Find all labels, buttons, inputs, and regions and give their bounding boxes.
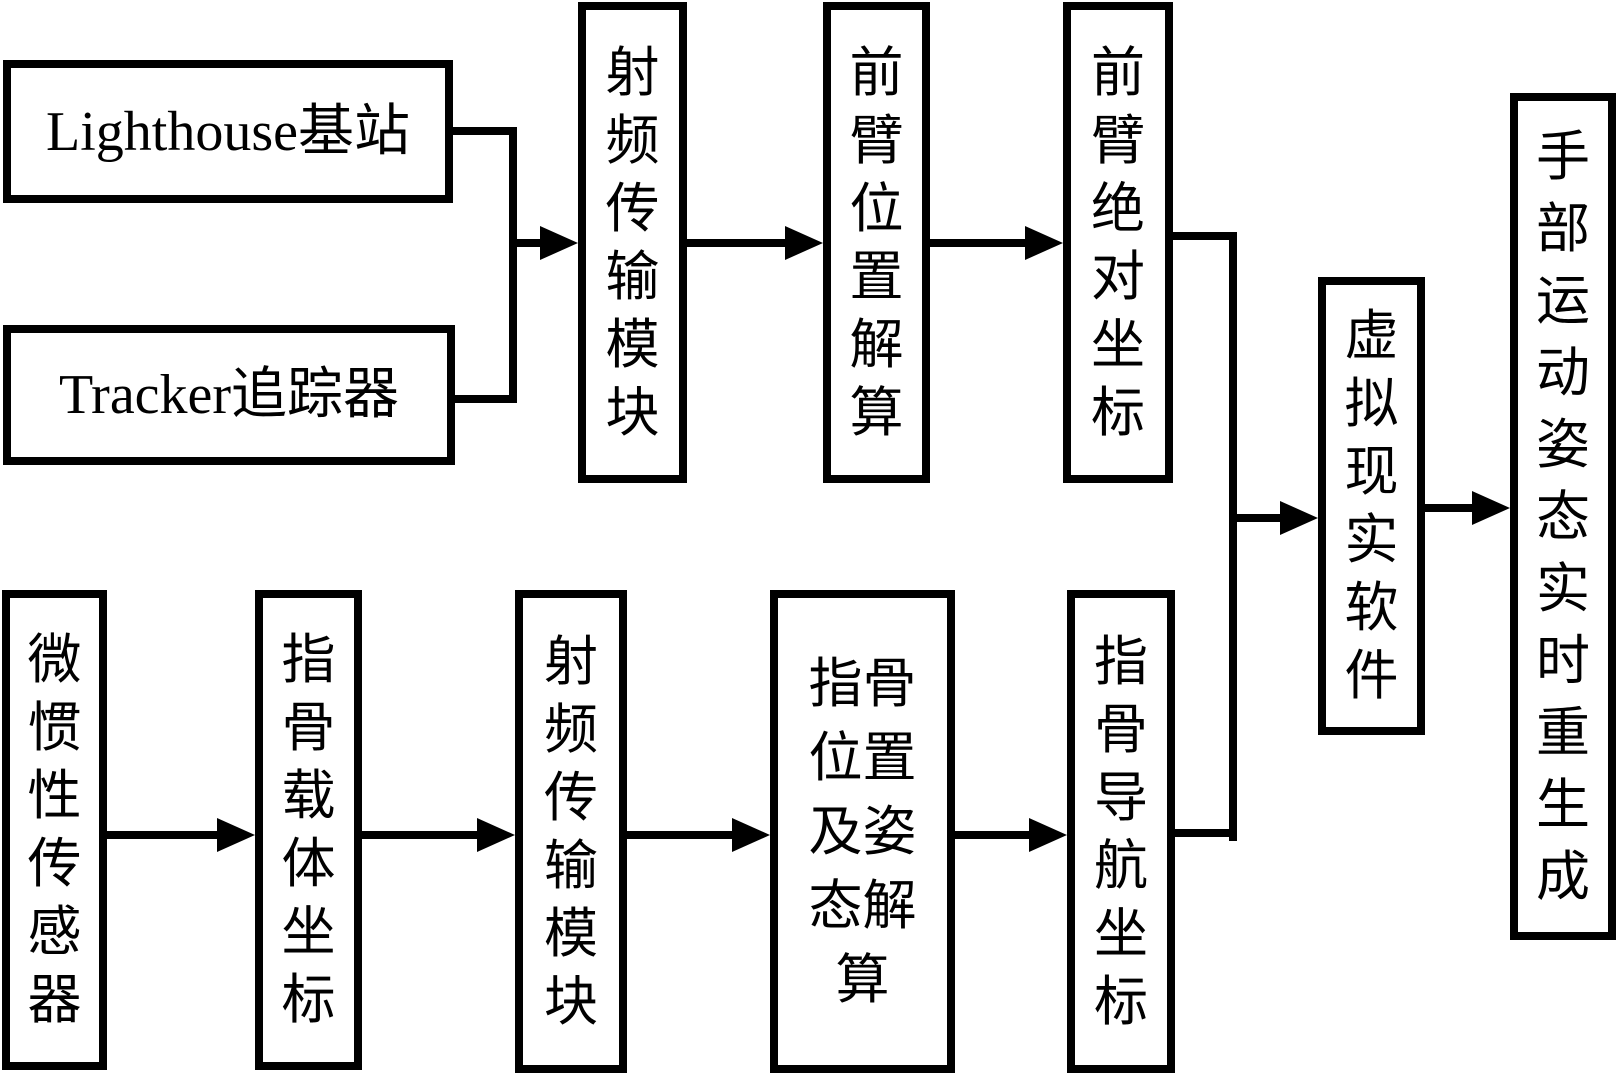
- connector-lighthouse-out: [453, 127, 517, 135]
- node-lighthouse-base-station: Lighthouse基站: [3, 60, 453, 203]
- connector-forearm-abs-out: [1173, 232, 1237, 240]
- node-forearm-position-solver: 前臂位置解算: [823, 2, 930, 483]
- connector-phalanx-nav-out: [1175, 829, 1237, 837]
- arrowhead-vr-to-hand: [1472, 491, 1510, 525]
- node-micro-inertial-sensor: 微惯性传感器: [2, 590, 107, 1070]
- connector-vr-to-hand: [1425, 504, 1472, 512]
- arrowhead-forearm-position-to-abs: [1025, 226, 1063, 260]
- connector-right-vertical-bus: [1229, 232, 1237, 841]
- node-tracker: Tracker追踪器: [3, 325, 455, 465]
- node-rf-transmission-module-bottom: 射频传输模块: [515, 590, 627, 1073]
- node-phalanx-carrier-coordinates: 指骨载体坐标: [255, 590, 362, 1070]
- node-forearm-absolute-coordinates: 前臂绝对坐标: [1063, 2, 1173, 483]
- node-rf-transmission-module-top: 射频传输模块: [578, 2, 687, 483]
- arrowhead-pose-to-nav: [1029, 818, 1067, 852]
- connector-forearm-position-to-abs: [930, 239, 1025, 247]
- connector-merge-vertical: [509, 127, 517, 403]
- connector-tracker-out: [455, 395, 517, 403]
- arrowhead-carrier-to-rf: [477, 818, 515, 852]
- node-phalanx-position-attitude-solver: 指骨位置及姿态解算: [770, 590, 955, 1073]
- connector-carrier-to-rf: [362, 831, 477, 839]
- connector-rf-to-forearm-position: [687, 239, 785, 247]
- arrowhead-merge-to-rf: [540, 226, 578, 260]
- arrowhead-rf-to-forearm-position: [785, 226, 823, 260]
- connector-rf-to-pose: [627, 831, 732, 839]
- node-phalanx-navigation-coordinates: 指骨导航坐标: [1067, 590, 1175, 1073]
- connector-bus-to-vr: [1237, 514, 1281, 522]
- arrowhead-rf-to-pose: [732, 818, 770, 852]
- connector-pose-to-nav: [955, 831, 1029, 839]
- node-hand-motion-realtime-regeneration: 手部运动姿态实时重生成: [1510, 93, 1616, 940]
- node-virtual-reality-software: 虚拟现实软件: [1318, 277, 1425, 735]
- arrowhead-imu-to-carrier: [217, 818, 255, 852]
- connector-imu-to-carrier: [107, 831, 217, 839]
- connector-merge-to-rf: [513, 239, 541, 247]
- arrowhead-bus-to-vr: [1280, 501, 1318, 535]
